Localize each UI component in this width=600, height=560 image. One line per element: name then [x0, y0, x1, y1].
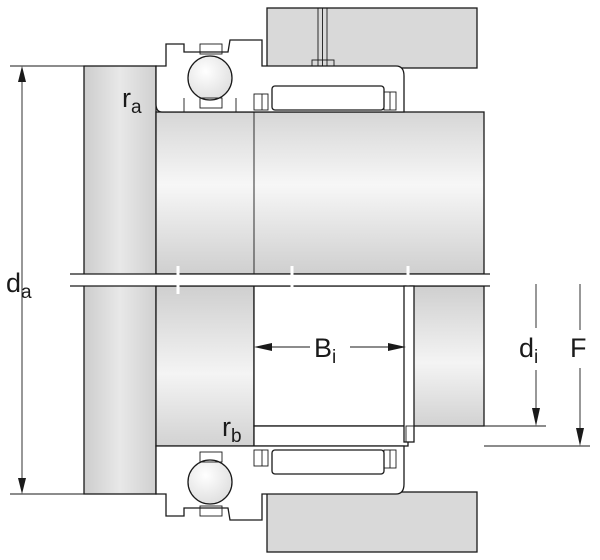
housing-top: [266, 7, 478, 69]
dimension-di: [414, 284, 546, 427]
label-ra: ra: [122, 83, 142, 118]
shaft-lower: [155, 285, 485, 447]
housing-bottom: [266, 487, 478, 553]
dimension-f: [484, 284, 590, 447]
inner-ring: [253, 285, 415, 447]
shaft-upper: [155, 111, 485, 275]
bearing-top: [155, 39, 405, 113]
label-rb: rb: [222, 412, 242, 447]
label-da: da: [6, 268, 32, 303]
label-bi: Bi: [314, 333, 336, 368]
dimension-bi: [254, 343, 406, 351]
label-f: F: [570, 333, 587, 363]
dimension-da: [10, 65, 84, 495]
bearing-bottom: [155, 445, 405, 521]
label-di: di: [519, 333, 538, 368]
